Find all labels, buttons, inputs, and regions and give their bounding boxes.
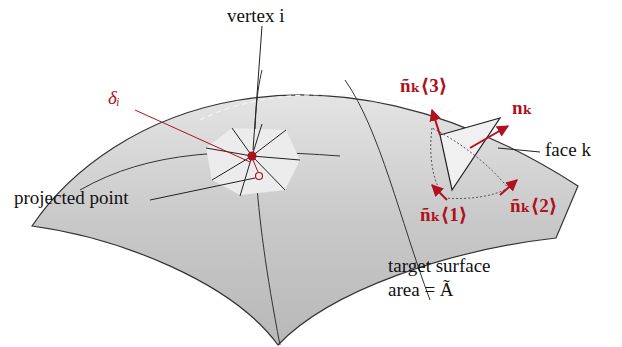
projected-point-label: projected point	[14, 188, 129, 209]
vertex-normal-label: ñₖ⟨2⟩	[510, 196, 557, 217]
leader-line	[253, 26, 262, 150]
vertex-normal-label: ñₖ⟨1⟩	[420, 205, 467, 226]
projected-point	[256, 173, 263, 180]
vertex-normal	[432, 185, 447, 200]
surface-curve	[255, 70, 280, 345]
leader-line	[498, 148, 540, 152]
offset-label: δᵢ	[108, 88, 120, 109]
leader-line	[135, 110, 250, 162]
face-normal-label: nₖ	[512, 98, 533, 119]
vertex-dot	[248, 152, 257, 161]
dashed-curve	[200, 95, 450, 120]
face	[440, 118, 500, 190]
leader-line	[150, 178, 255, 200]
vertex-label: vertex i	[227, 6, 285, 27]
area-label: area = Ã	[388, 280, 454, 301]
spherical-triangle	[431, 128, 508, 199]
face-label: face k	[545, 140, 591, 161]
vertex-normal-label: ñₖ⟨3⟩	[400, 76, 447, 97]
vertex-normal	[432, 110, 440, 135]
offset-line	[253, 160, 258, 172]
target-surface	[32, 95, 578, 345]
face-normal	[470, 126, 508, 148]
vertex-normal	[500, 180, 517, 195]
surface-label: target surface	[388, 256, 491, 277]
